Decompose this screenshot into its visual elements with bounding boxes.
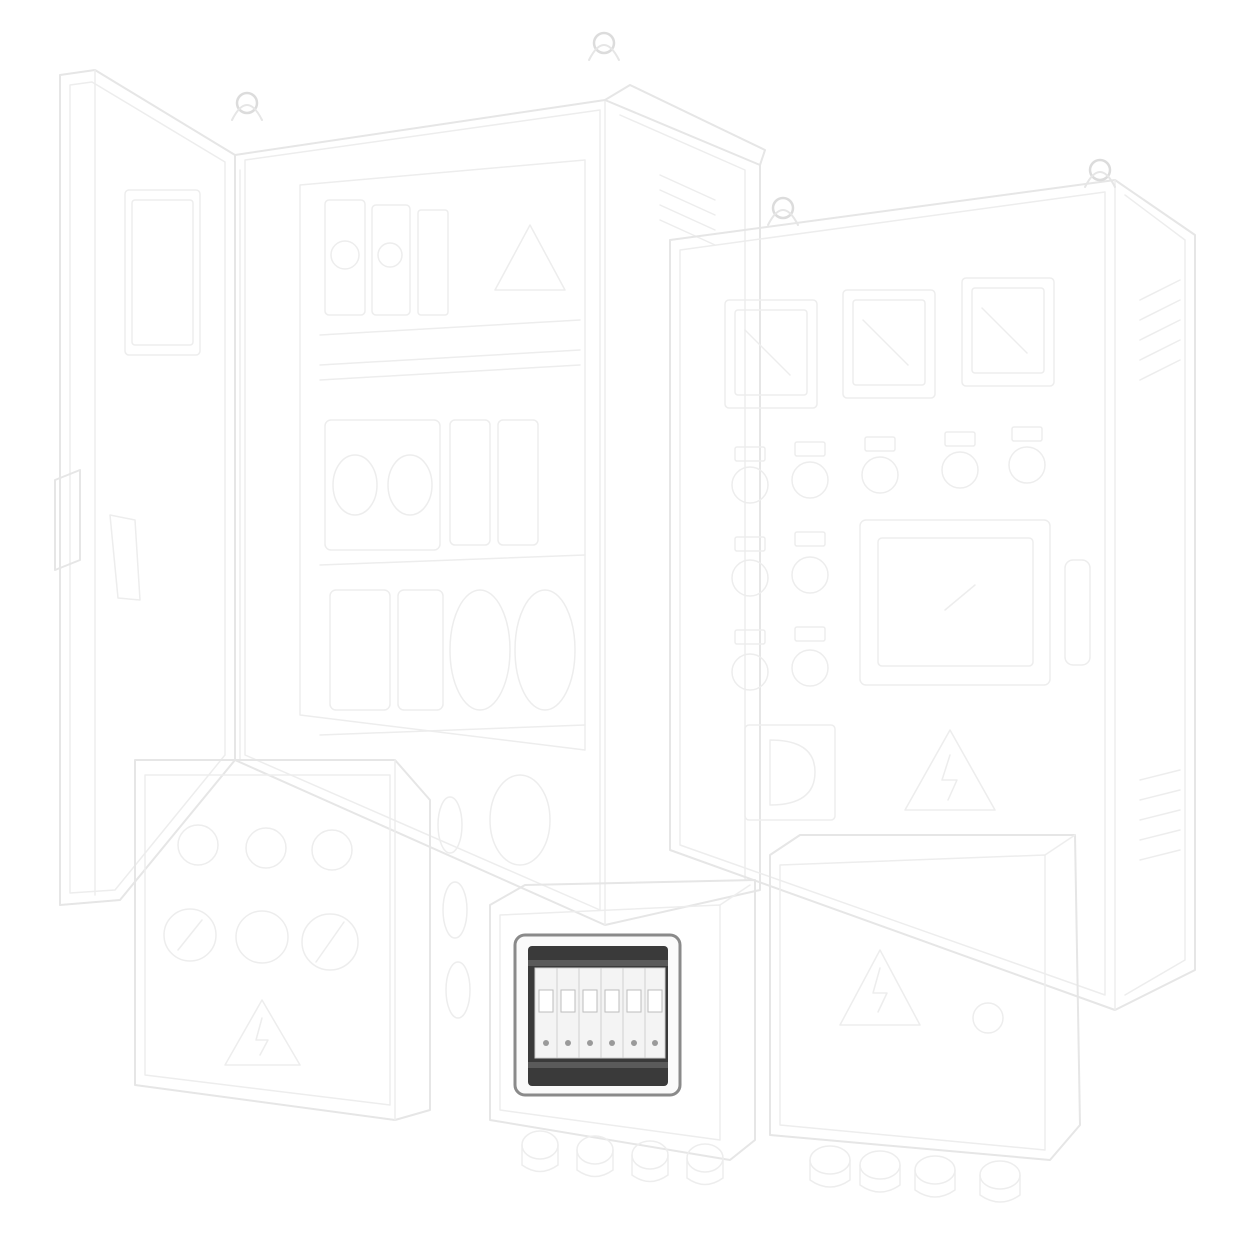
component-row-1: [319, 199, 581, 381]
warning-triangle-icon: [494, 224, 566, 291]
breaker-box: [489, 879, 756, 1186]
pushbutton-box: [134, 759, 431, 1121]
warning-triangle-icon: [904, 729, 996, 811]
mounting-eye-icon: [771, 196, 795, 220]
cabinet-body: [231, 31, 766, 926]
junction-box: [769, 834, 1081, 1203]
warning-triangle-icon: [839, 949, 921, 1026]
main-switch-icon: [744, 724, 836, 821]
side-glands: [437, 774, 551, 1019]
warning-triangle-icon: [224, 999, 301, 1066]
selector-switch-icon: [163, 824, 359, 971]
tall-cabinet: [54, 31, 766, 926]
cable-gland-icon: [521, 1130, 724, 1186]
mounting-eye-icon: [592, 31, 616, 55]
component-row-3: [319, 589, 586, 736]
cable-gland-icon: [809, 1145, 1021, 1203]
circuit-breaker-icon: [534, 967, 666, 1059]
hmi-screen-icon: [859, 519, 1091, 686]
open-door: [54, 69, 241, 906]
indicator-lamp-icon: [972, 1002, 1004, 1034]
control-cabinet-right: [669, 158, 1196, 1011]
meter-display-icon: [724, 277, 1055, 409]
mounting-eye-icon: [1088, 158, 1112, 182]
selector-switch-icon: [769, 739, 816, 806]
component-row-2: [319, 419, 586, 566]
indicator-lamp-icon: [731, 426, 1046, 691]
mounting-eye-icon: [235, 91, 259, 115]
